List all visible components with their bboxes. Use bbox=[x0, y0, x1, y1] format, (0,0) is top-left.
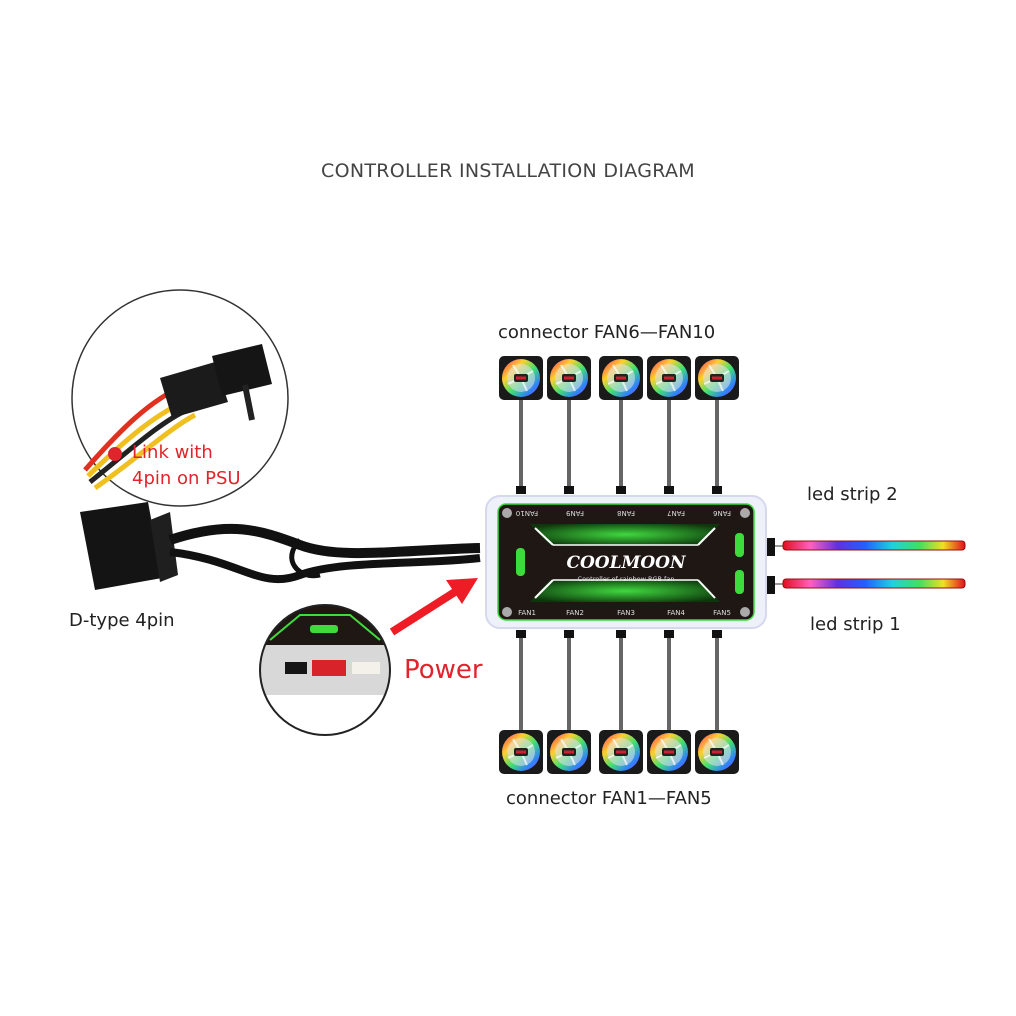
psu-label-line1: Link with bbox=[132, 442, 213, 463]
power-label: Power bbox=[404, 655, 483, 685]
fan-plug bbox=[712, 486, 722, 494]
bottom-connector-label: connector FAN1—FAN5 bbox=[506, 788, 712, 809]
fan-plug bbox=[616, 486, 626, 494]
d-type-label: D-type 4pin bbox=[69, 610, 175, 631]
port-label-fan1: FAN1 bbox=[518, 609, 536, 617]
d-type-4pin-cable bbox=[80, 502, 481, 590]
psu-label-line2: 4pin on PSU bbox=[132, 468, 241, 489]
fans-top-group bbox=[498, 355, 740, 401]
diagram-title: CONTROLLER INSTALLATION DIAGRAM bbox=[321, 160, 695, 182]
led-strip-1 bbox=[767, 576, 966, 594]
rgb-fan-icon bbox=[598, 729, 644, 775]
fan-plug bbox=[564, 486, 574, 494]
psu-bullet-icon bbox=[108, 447, 122, 461]
rgb-fan-icon bbox=[546, 729, 592, 775]
rgb-fan-icon bbox=[646, 729, 692, 775]
fan-plug bbox=[616, 630, 626, 638]
rgb-fan-icon bbox=[694, 355, 740, 401]
controller-hub: COOLMOON Controller of rainbow RGB fan F… bbox=[485, 495, 767, 629]
port-label-fan10: FAN10 bbox=[516, 509, 538, 517]
power-arrow-icon bbox=[389, 578, 478, 636]
rgb-fan-icon bbox=[498, 729, 544, 775]
led-strip-1-label: led strip 1 bbox=[810, 614, 901, 635]
fan-plug bbox=[516, 630, 526, 638]
port-label-fan2: FAN2 bbox=[566, 609, 584, 617]
fan-plug bbox=[712, 630, 722, 638]
fan-plug bbox=[664, 630, 674, 638]
rgb-fan-icon bbox=[646, 355, 692, 401]
port-label-fan8: FAN8 bbox=[617, 509, 635, 517]
port-label-fan4: FAN4 bbox=[667, 609, 685, 617]
psu-connector-inset bbox=[71, 289, 289, 507]
port-label-fan7: FAN7 bbox=[667, 509, 685, 517]
port-label-fan9: FAN9 bbox=[566, 509, 584, 517]
fan-plug bbox=[664, 486, 674, 494]
led-strip-2-label: led strip 2 bbox=[807, 484, 898, 505]
controller-subtitle: Controller of rainbow RGB fan bbox=[578, 575, 675, 583]
fan-cables bbox=[516, 398, 722, 730]
port-label-fan5: FAN5 bbox=[713, 609, 731, 617]
controller-brand: COOLMOON bbox=[566, 553, 687, 573]
rgb-fan-icon bbox=[498, 355, 544, 401]
top-connector-label: connector FAN6—FAN10 bbox=[498, 322, 716, 343]
rgb-fan-icon bbox=[546, 355, 592, 401]
port-label-fan3: FAN3 bbox=[617, 609, 635, 617]
rgb-fan-icon bbox=[598, 355, 644, 401]
fan-plug bbox=[516, 486, 526, 494]
rgb-fan-icon bbox=[694, 729, 740, 775]
port-label-fan6: FAN6 bbox=[713, 509, 731, 517]
power-port-inset bbox=[259, 604, 391, 736]
fans-bottom-group bbox=[498, 729, 740, 775]
fan-plug bbox=[564, 630, 574, 638]
led-strip-2 bbox=[767, 538, 966, 556]
